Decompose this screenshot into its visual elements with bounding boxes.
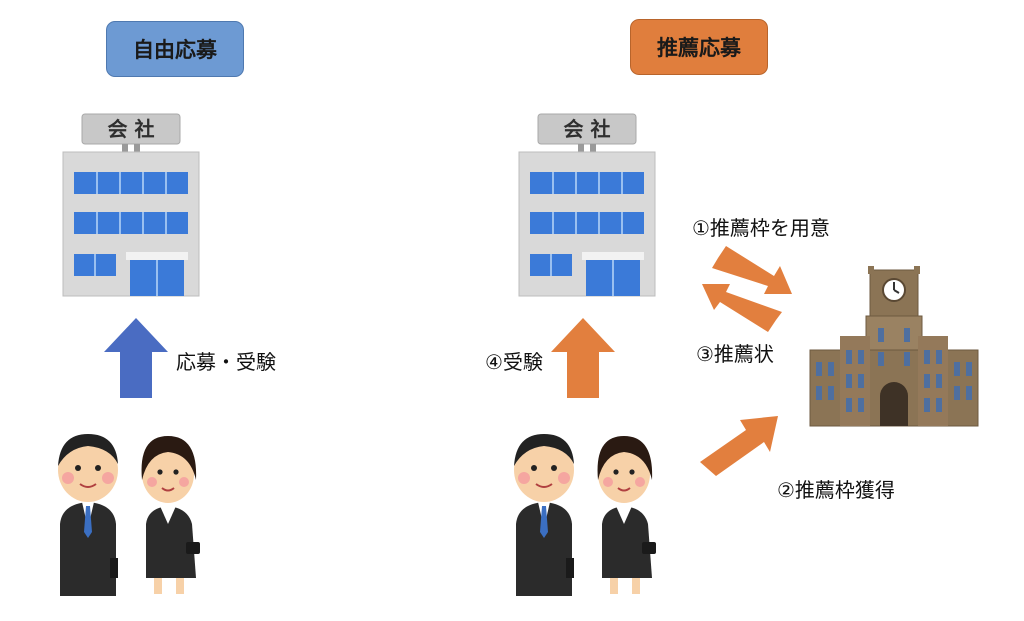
obtain-slot-arrow-icon — [700, 416, 778, 476]
company-sign-right: 会 社 — [564, 117, 611, 141]
job-seekers-icon — [514, 434, 656, 596]
step3-label: ③推薦状 — [696, 342, 774, 366]
apply-exam-label: 応募・受験 — [176, 350, 276, 374]
recommendation-letter-arrow-icon — [702, 284, 782, 332]
job-seekers-icon — [58, 434, 200, 596]
step1-label: ①推薦枠を用意 — [692, 216, 830, 240]
office-building-icon: 会 社 — [518, 113, 656, 297]
recommendation-application-header-text: 推薦応募 — [657, 36, 741, 60]
university-clocktower-icon — [809, 266, 979, 427]
step4-label: ④受験 — [485, 350, 543, 374]
prepare-slots-arrow-icon — [712, 246, 792, 294]
recommendation-application-header: 推薦応募 — [630, 19, 768, 75]
free-application-header: 自由応募 — [106, 21, 244, 77]
free-application-header-text: 自由応募 — [133, 38, 217, 62]
company-sign-left: 会 社 — [108, 117, 155, 141]
exam-arrow-up-icon — [551, 318, 615, 398]
office-building-icon: 会 社 — [62, 113, 200, 297]
apply-arrow-up-icon — [104, 318, 168, 398]
step2-label: ②推薦枠獲得 — [777, 478, 895, 502]
